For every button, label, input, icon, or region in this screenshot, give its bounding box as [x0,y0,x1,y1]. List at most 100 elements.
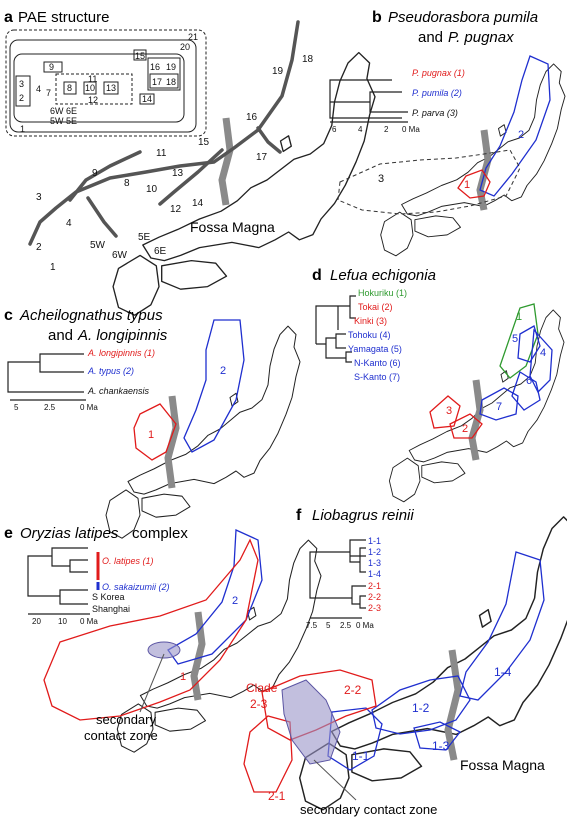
label-18: 18 [166,77,176,87]
label-19: 19 [166,62,176,72]
label-6E: 6E [66,106,77,116]
box-21 [5,29,207,137]
map-a-5W: 5W [90,240,106,251]
region-f-label-1-4: 1-4 [494,665,512,679]
tick-c-2: 0 Ma [80,403,98,412]
box-13 [103,81,119,95]
map-a-5E: 5E [138,232,151,243]
panel-letter-d: d [312,267,322,284]
region-f-label-1-1: 1-1 [352,749,370,763]
box-14 [139,93,155,105]
tick-f-0: 7.5 [306,621,318,630]
panel-a-title: PAE structure [18,9,109,26]
taxon-e-3: S Korea [92,592,125,602]
clade-label-f-2: 2-3 [250,697,268,711]
map-a-19: 19 [272,66,284,77]
contact-zone-f [281,679,341,765]
taxon-f-1-1: 1-1 [368,536,381,546]
label-16: 16 [150,62,160,72]
route-north-a [68,150,142,202]
region-f-2-1 [243,715,293,793]
label-10: 10 [85,83,95,93]
region-f-label-1-3: 1-3 [432,739,450,753]
taxon-f-1-3: 1-3 [368,558,381,568]
map-a-10: 10 [146,184,158,195]
panel-b-title-3: P. pugnax [448,29,514,46]
map-a-8: 8 [124,178,130,189]
taxon-b-2: P. pumila (2) [412,88,462,98]
taxon-c-3: A. chankaensis [87,386,150,396]
region-b-label-2: 2 [518,129,524,141]
contact-pointer-e [139,653,165,713]
label-5W: 5W [50,116,64,126]
map-a-6W: 6W [112,250,128,261]
region-d-4 [529,328,553,394]
region-b-1 [457,169,491,199]
contact-label-e-2: contact zone [84,728,158,743]
label-9: 9 [49,62,54,72]
box-16-19 [147,57,181,91]
region-b-3 [337,149,521,215]
box-9 [43,61,63,73]
region-b-2 [479,55,551,197]
region-d-5 [517,325,541,363]
route-mid-a [86,196,118,238]
label-4: 4 [36,84,41,94]
panel-f-title: Liobagrus reinii [312,507,414,524]
map-a-9: 9 [92,168,98,179]
tree-f [309,539,366,609]
label-3: 3 [19,79,24,89]
tree-c [7,353,84,393]
tree-d [315,295,356,363]
label-12: 12 [88,95,98,105]
map-a-4: 4 [66,218,72,229]
region-e-label-1: 1 [180,671,186,683]
panel-b: b Pseudorasbora pumila and P. pugnax P. … [329,9,566,257]
taxon-c-2: A. typus (2) [87,366,134,376]
panel-c-title-2: and [48,327,73,344]
contact-label-f: secondary contact zone [300,802,437,817]
region-f-label-2-1: 2-1 [268,789,286,803]
map-a-17: 17 [256,152,268,163]
taxon-d-3: Kinki (3) [354,316,387,326]
region-c-label-1: 1 [148,429,154,441]
region-f-1-3 [413,721,461,751]
map-a-2: 2 [36,242,42,253]
region-d-label-2: 2 [462,423,468,435]
taxon-d-6: N-Kanto (6) [354,358,401,368]
fossa-label-a: Fossa Magna [190,219,275,235]
panel-a: a PAE structure 21 20 15 9 16 19 3 2 4 7… [4,9,376,316]
route-east-a [256,126,282,154]
label-1: 1 [20,124,25,134]
region-d-6 [511,371,541,411]
box-8 [63,81,77,95]
fossa-magna-c [164,395,180,489]
taxon-b-1: P. pugnax (1) [412,68,465,78]
map-a-6E: 6E [154,246,167,257]
taxon-d-5: Yamagata (5) [348,344,402,354]
label-17: 17 [152,77,162,87]
label-13: 13 [106,83,116,93]
region-d-3 [429,395,461,429]
fossa-magna-d [468,379,484,461]
tree-e [27,547,88,605]
tick-f-1: 5 [326,621,331,630]
taxon-e-4: Shanghai [92,604,130,614]
region-f-label-1-2: 1-2 [412,701,430,715]
region-f-label-2-2: 2-2 [344,683,362,697]
contact-pointer-f [313,759,357,801]
region-e-2 [167,529,263,665]
panel-b-title-2: and [418,29,443,46]
map-a-3: 3 [36,192,42,203]
taxon-f-1-2: 1-2 [368,547,381,557]
panel-c-title-1: Acheilognathus typus [19,307,163,324]
map-a-14: 14 [192,198,204,209]
label-2: 2 [19,93,24,103]
label-20: 20 [180,42,190,52]
fossa-magna-f [444,649,462,761]
region-f-1-4 [459,551,545,701]
panel-e: e Oryzias latipes complex O. latipes (1)… [4,525,322,753]
region-b-label-3: 3 [378,173,384,185]
panel-e-title-2: complex [132,525,188,542]
